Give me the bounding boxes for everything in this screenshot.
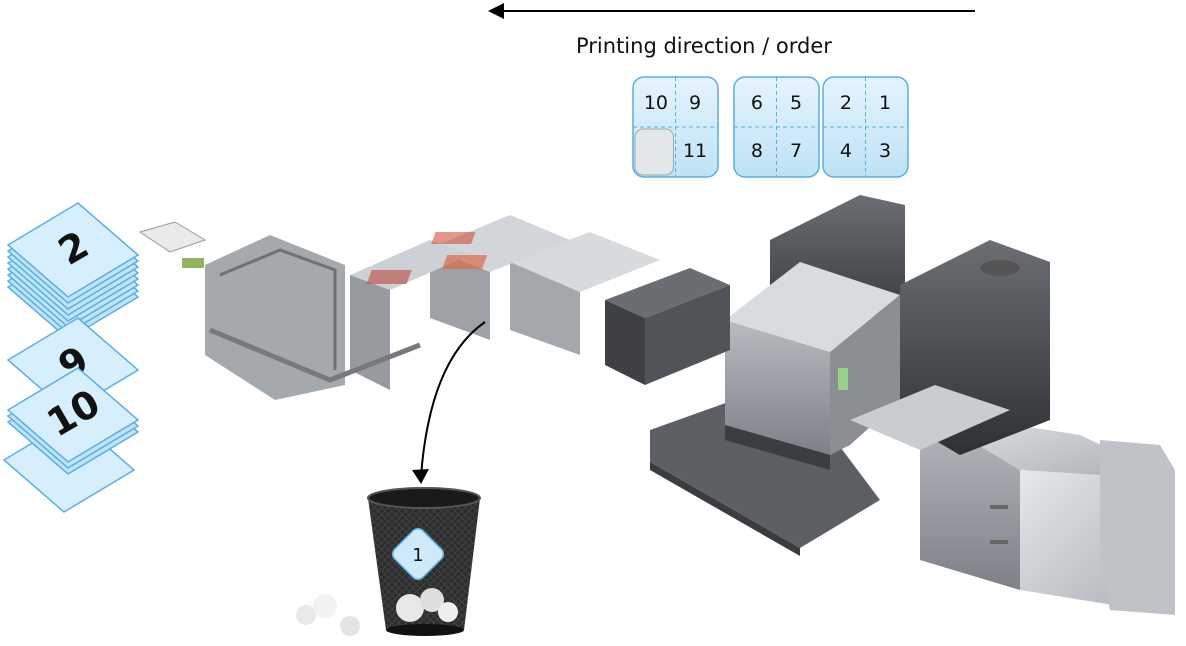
green-panel [182,258,204,268]
imposition-sheet: 10 9 11 [632,76,719,178]
press-body-top [725,262,900,352]
imposition-sheet: 2 1 4 3 [822,76,909,178]
transport-unit-a-front [510,262,580,355]
reject-arrow-head [412,469,429,484]
page-number: 7 [790,140,802,162]
feeder-module-side [645,285,730,385]
press-platform [650,380,880,548]
stack-sheet [6,367,140,463]
paper-stack-icon: 2 9 10 [2,202,140,513]
press-lower-front [725,425,830,470]
feeder-module-top [605,268,730,318]
rejected-sheet-label: 1 [412,545,423,566]
page-number: 2 [840,92,852,114]
stacker-unit [920,410,1020,590]
crumpled-paper-icon [296,594,360,636]
transport-unit-b-front [430,248,490,340]
bindery-unit [205,235,345,400]
page-number: 11 [683,140,707,162]
rejected-sheet-body [391,527,445,581]
drawer-handle [990,540,1008,544]
page-number: 10 [644,92,668,114]
page-number: 8 [751,140,763,162]
bindery-frame [219,248,337,370]
drawer-handle [990,505,1008,509]
ink-tank [980,260,1020,276]
platform-edge [650,462,800,556]
page-number: 9 [689,92,701,114]
crumpled-paper-icon [396,588,458,622]
print-samples [366,232,488,284]
reject-arrow [420,321,486,477]
page-number: 5 [790,92,802,114]
printing-press-line [138,195,1175,615]
diagram-title: Printing direction / order [576,34,832,58]
page-number: 4 [840,140,852,162]
rejected-sheet: 1 [391,527,445,581]
page-number: 3 [879,140,891,162]
bindery-rail [209,327,421,383]
transport-unit-a [510,232,660,292]
sheet-imposition-group: 10 9 11 6 5 8 7 2 1 4 3 [632,76,909,178]
stack-sheet [6,202,140,298]
conveyor-right [850,385,1010,450]
feeder-module [605,300,645,385]
page-number: 1 [879,92,891,114]
feeder-tower [1100,440,1175,615]
page-number: 6 [751,92,763,114]
output-tray [138,221,207,253]
press-body-front [725,320,830,455]
left-arrow-icon [488,3,975,19]
transport-unit-c-front [350,275,390,390]
status-light [838,368,848,390]
blank-page-cell [634,128,674,176]
imposition-sheet: 6 5 8 7 [733,76,820,178]
